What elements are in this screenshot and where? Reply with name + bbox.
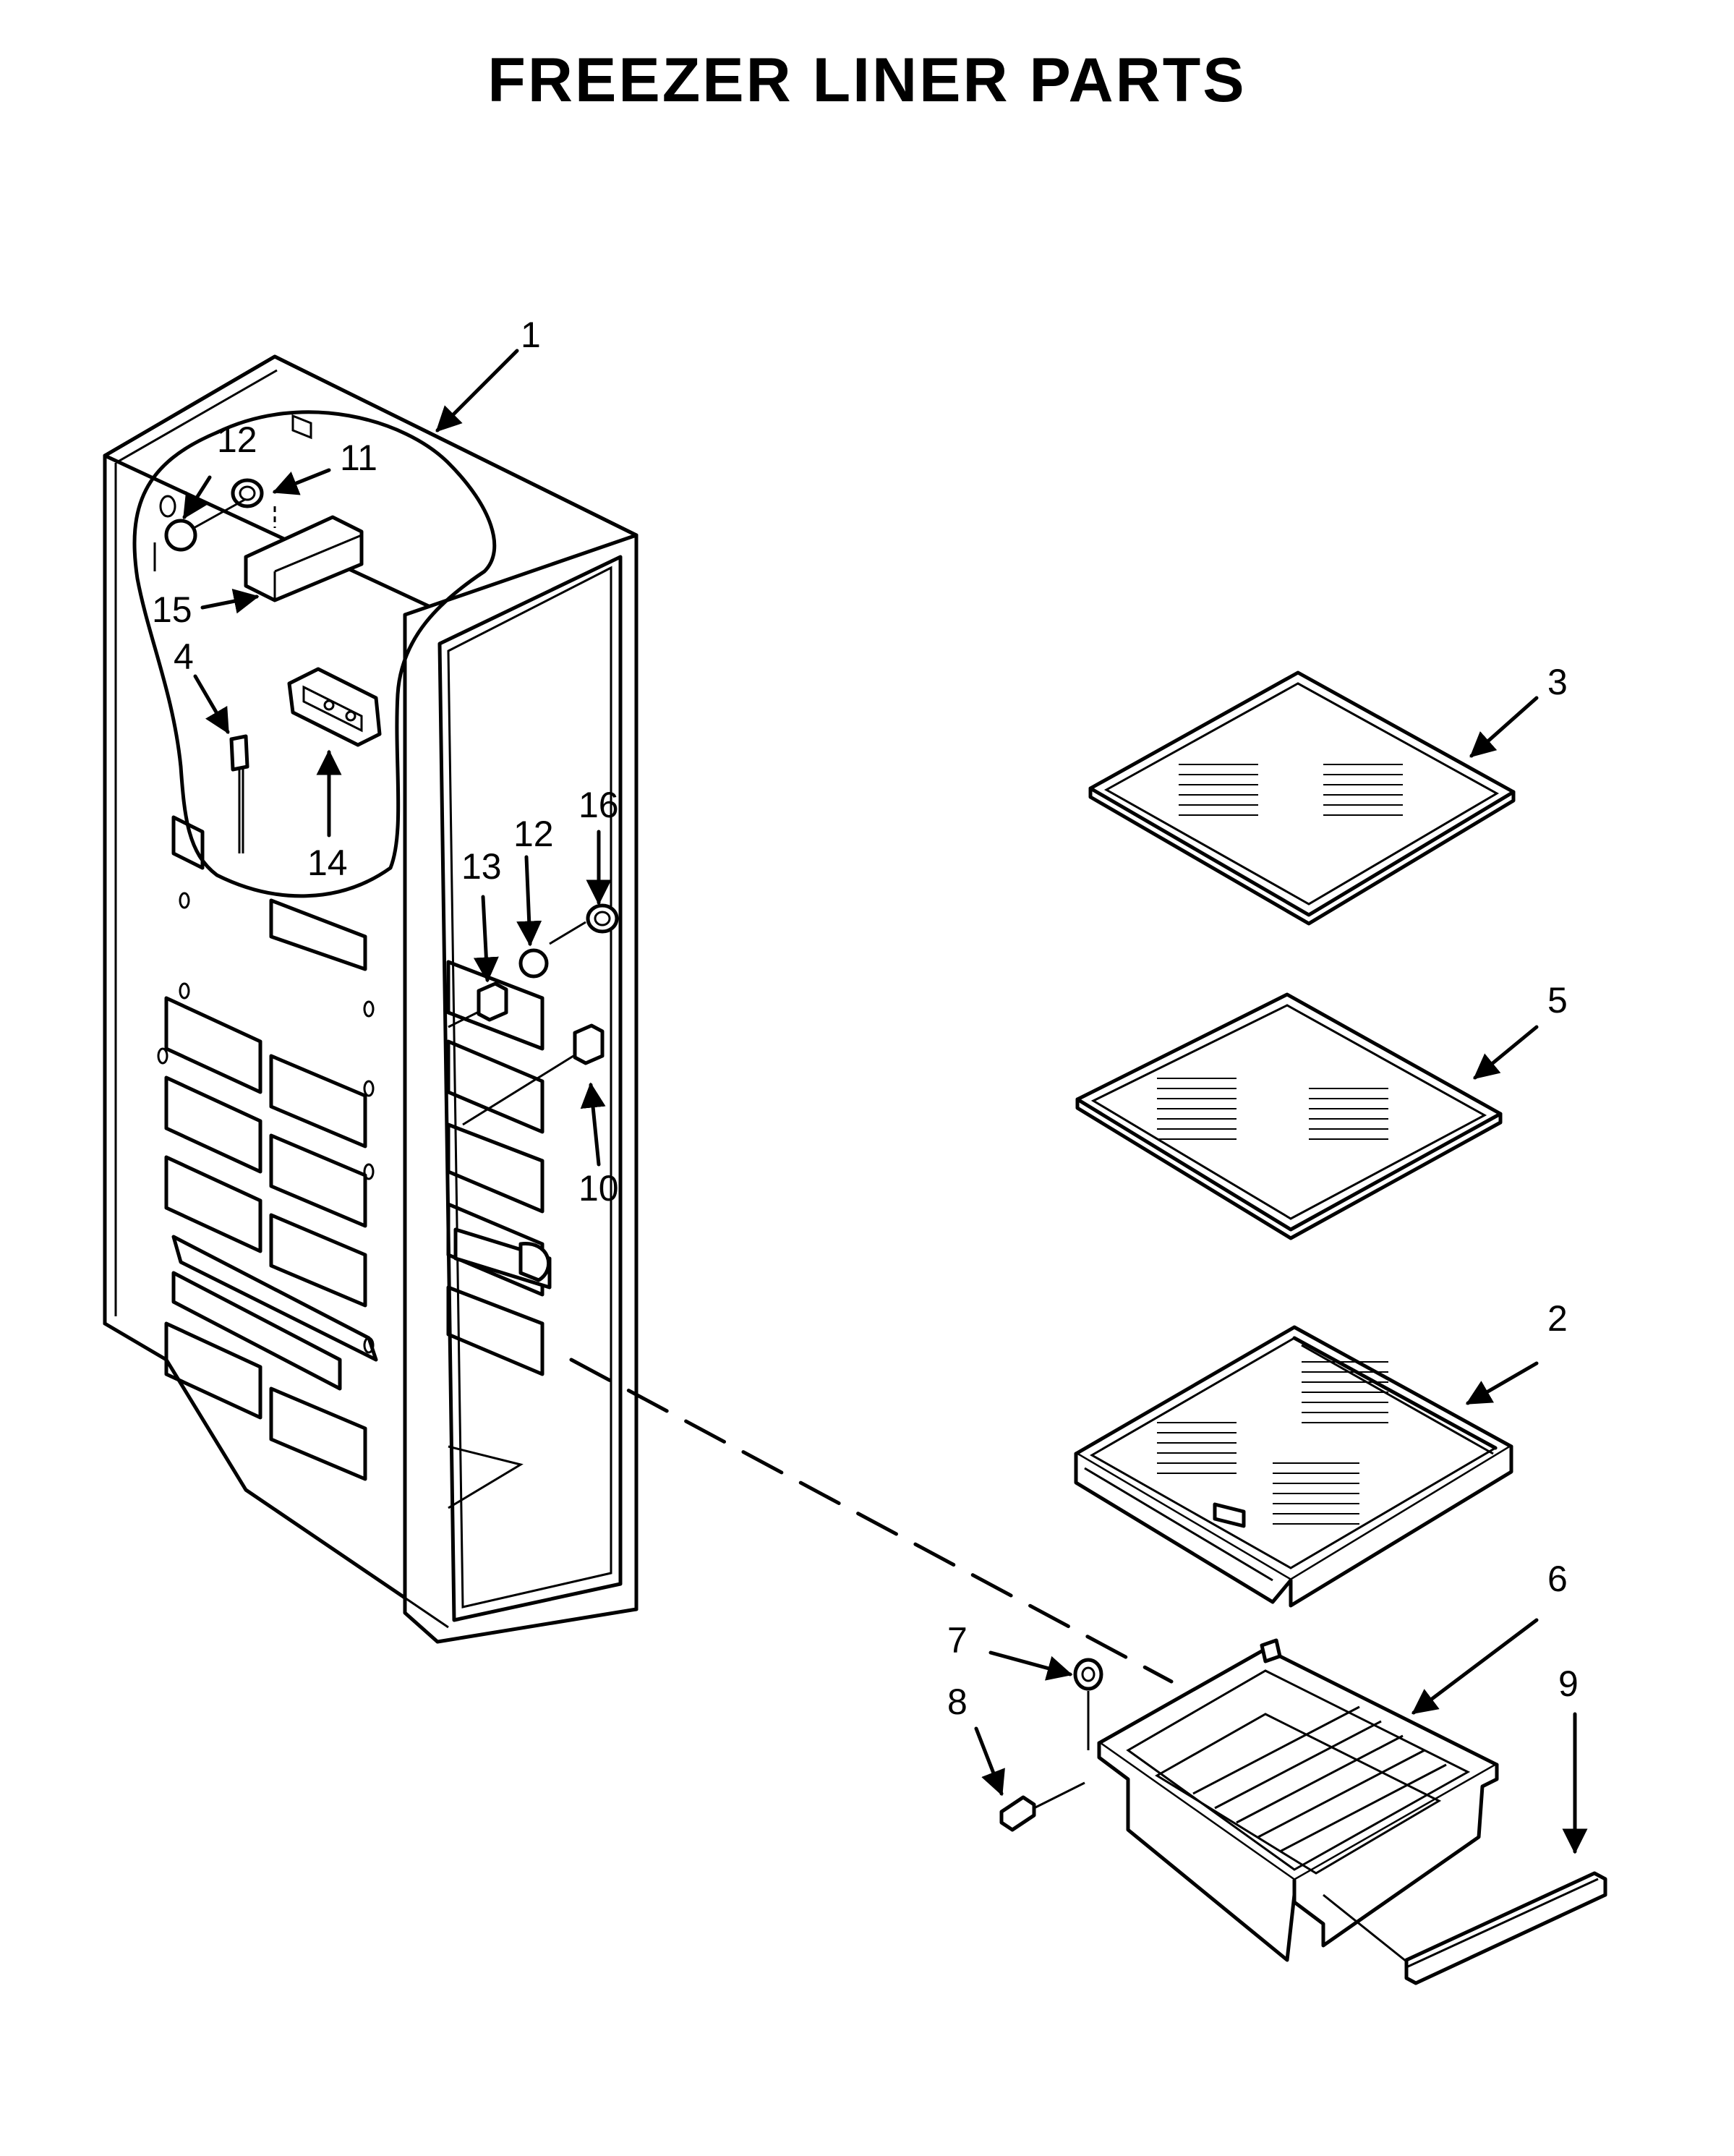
callout-12-upper: 12 xyxy=(217,419,257,460)
alignment-line xyxy=(569,1358,1174,1684)
callout-13: 13 xyxy=(461,846,502,887)
roller-part-7 xyxy=(1073,1658,1103,1750)
pan-drawer-part-6 xyxy=(1097,1638,1499,1962)
callout-6: 6 xyxy=(1547,1559,1568,1599)
callout-9: 9 xyxy=(1558,1663,1579,1704)
glass-shelf-part-5 xyxy=(1075,992,1503,1240)
switch-part-13 xyxy=(448,981,508,1028)
callout-labels: 1 2 3 4 5 6 7 8 9 10 11 12 12 13 14 15 1… xyxy=(152,315,1579,1722)
light-socket-part-16 xyxy=(549,903,619,945)
freezer-liner xyxy=(103,354,638,1644)
callout-8: 8 xyxy=(947,1682,968,1722)
light-bulb-upper-part-12 xyxy=(164,498,247,552)
air-duct-part-14 xyxy=(287,667,382,747)
callout-12-lower: 12 xyxy=(513,814,554,854)
diagram-title: FREEZER LINER PARTS xyxy=(487,46,1247,115)
callout-16: 16 xyxy=(578,785,619,825)
light-bulb-lower-part-12 xyxy=(518,948,549,979)
callout-5: 5 xyxy=(1547,980,1568,1021)
trim-part-9 xyxy=(1323,1871,1607,1985)
callout-14: 14 xyxy=(307,843,348,883)
side-wall-panels xyxy=(164,815,378,1481)
callout-2: 2 xyxy=(1547,1298,1568,1339)
light-socket-part-11 xyxy=(231,478,264,508)
glass-shelf-part-3 xyxy=(1088,670,1516,926)
framed-shelf-part-2 xyxy=(1074,1325,1513,1608)
side-wall-holes xyxy=(157,892,375,1354)
damper-cover-part-15 xyxy=(244,515,364,602)
screw-part-8 xyxy=(999,1781,1085,1832)
callout-15: 15 xyxy=(152,589,192,630)
callout-10: 10 xyxy=(578,1168,619,1209)
drawer-ribs xyxy=(1192,1705,1447,1853)
callout-4: 4 xyxy=(174,636,194,677)
callout-7: 7 xyxy=(947,1620,968,1661)
inner-wall-panels xyxy=(446,960,552,1509)
callout-11: 11 xyxy=(340,438,377,478)
callout-3: 3 xyxy=(1547,662,1568,702)
thermistor-part-4 xyxy=(229,734,249,853)
callout-1: 1 xyxy=(521,315,541,355)
switch-part-10 xyxy=(462,1023,605,1126)
leader-arrows xyxy=(182,349,1588,1854)
